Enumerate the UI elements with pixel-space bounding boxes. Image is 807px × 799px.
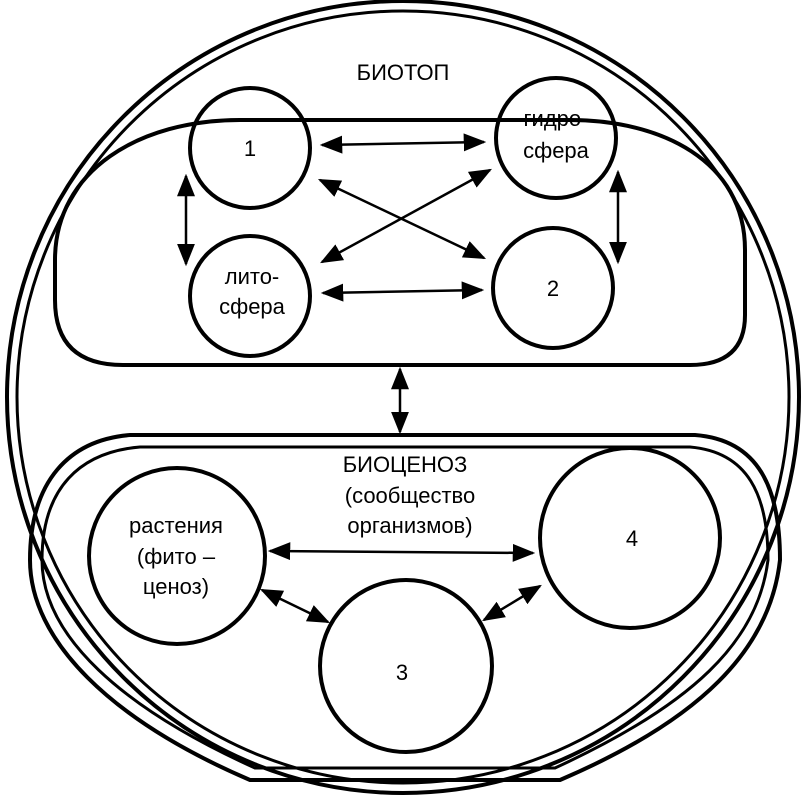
biotope-title: БИОТОП <box>357 60 450 85</box>
arrow-1-hydrosphere <box>319 133 487 154</box>
biotope-boundary <box>53 118 747 367</box>
hydrosphere-node: гидро- сфера <box>494 76 618 200</box>
biotope-node-1: 1 <box>188 86 312 210</box>
ecosystem-outer-circle <box>5 0 801 795</box>
plants-label-line2: (фито – <box>137 544 216 569</box>
arrow-3-4 <box>482 584 542 622</box>
arrow-hydrosphere-lithosphere <box>320 168 492 264</box>
plants-label-line3: ценоз) <box>143 574 209 599</box>
biocenosis-inner-boundary <box>40 445 770 770</box>
node-1-label: 1 <box>244 136 256 161</box>
biocenosis-node-3: 3 <box>318 578 494 754</box>
plants-node: растения (фито – ценоз) <box>87 466 267 646</box>
node-3-label: 3 <box>396 660 408 685</box>
hydrosphere-label-line2: сфера <box>523 138 590 163</box>
biocenosis-subtitle-line1: (сообщество <box>345 483 476 508</box>
lithosphere-label-line1: лито- <box>225 264 280 289</box>
biocenosis-title: БИОЦЕНОЗ <box>343 452 468 477</box>
biocenosis-node-4: 4 <box>538 446 722 630</box>
lithosphere-label-line2: сфера <box>219 294 286 319</box>
ecosystem-inner-circle <box>15 9 791 785</box>
biotope-node-2: 2 <box>491 226 615 350</box>
arrow-plants-4 <box>267 542 536 562</box>
hydrosphere-label-line1: гидро- <box>524 106 589 131</box>
node-4-label: 4 <box>626 526 638 551</box>
plants-label-line1: растения <box>129 513 223 538</box>
node-2-label: 2 <box>547 276 559 301</box>
lithosphere-node: лито- сфера <box>188 234 312 358</box>
biocenosis-outer-boundary <box>27 433 783 782</box>
arrow-lithosphere-2 <box>320 281 485 302</box>
arrow-plants-3 <box>259 588 331 624</box>
biocenosis-subtitle-line2: организмов) <box>347 513 472 538</box>
